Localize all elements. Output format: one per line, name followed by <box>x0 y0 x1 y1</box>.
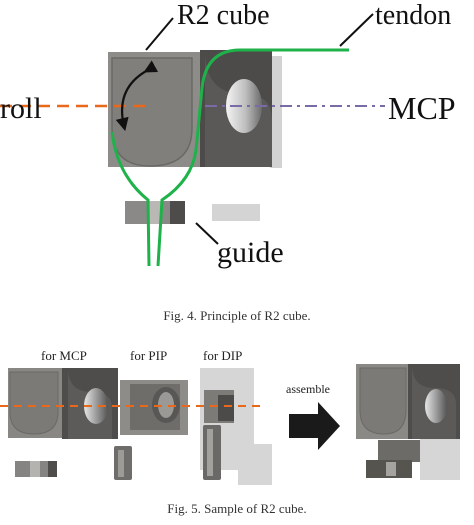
guide-leader <box>195 222 219 245</box>
guide-dark-end <box>170 201 185 224</box>
guide-slot <box>148 201 162 224</box>
guide-ghost <box>212 204 260 221</box>
tendon-right-strand <box>156 48 349 267</box>
sample-dip-cube <box>200 368 272 485</box>
cube-slot <box>111 57 193 167</box>
tendon <box>110 48 349 267</box>
sample-mcp-guide <box>15 461 57 477</box>
figure-4-caption: Fig. 4. Principle of R2 cube. <box>163 308 311 323</box>
label-r2-cube: R2 cube <box>177 0 270 31</box>
mcp-hole <box>226 79 262 133</box>
label-mcp: MCP <box>388 90 456 126</box>
sample-pip-cube <box>120 380 188 435</box>
label-guide: guide <box>217 236 284 269</box>
label-for-mcp: for MCP <box>41 348 87 363</box>
roll-rotation-arrow <box>115 60 159 132</box>
tendon-left-strand <box>110 131 151 267</box>
figure-5-caption: Fig. 5. Sample of R2 cube. <box>167 501 307 516</box>
sample-pip-guide <box>114 446 132 480</box>
label-assemble: assemble <box>286 382 330 396</box>
label-for-dip: for DIP <box>203 348 242 363</box>
label-roll: roll <box>0 92 42 125</box>
r2cube-leader <box>145 17 174 51</box>
assemble-arrow-icon <box>289 402 340 450</box>
tendon-leader <box>339 13 374 47</box>
sample-assembled <box>356 364 460 480</box>
figure-5: for MCP for PIP for DIP assemble <box>0 348 460 485</box>
label-tendon: tendon <box>375 0 451 31</box>
tendon-guide <box>125 201 260 224</box>
sample-mcp-cube <box>8 368 118 439</box>
figure-4: R2 cube tendon roll MCP guide <box>0 0 456 269</box>
cube-back-edge <box>270 56 282 168</box>
label-for-pip: for PIP <box>130 348 167 363</box>
